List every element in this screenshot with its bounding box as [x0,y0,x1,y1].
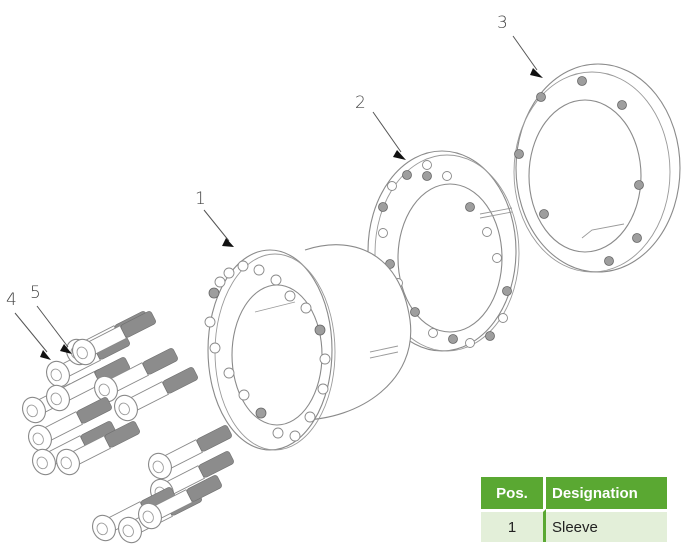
screw [56,421,140,476]
callout-3: 3 [497,13,508,33]
parts-table: Pos. Designation 1 Sleeve [481,477,667,542]
callout-5: 5 [30,283,41,303]
callout-2: 2 [355,93,366,113]
screw [114,367,198,422]
screw [148,425,232,480]
callout-4: 4 [6,290,17,310]
table-header-row: Pos. Designation [481,477,667,509]
cell-designation: Sleeve [546,509,667,542]
column-header-pos: Pos. [481,477,546,509]
cell-pos: 1 [481,509,546,542]
screw [28,397,112,452]
column-header-designation: Designation [546,477,667,509]
screw [94,348,178,403]
table-row: 1 Sleeve [481,509,667,542]
part-1-sleeve [204,244,412,451]
screw [72,311,156,366]
callout-1: 1 [195,189,206,209]
screw [138,475,222,530]
parts-4-5-screws [22,311,234,544]
callout-leaders [14,35,543,360]
part-3-ring [513,63,681,273]
